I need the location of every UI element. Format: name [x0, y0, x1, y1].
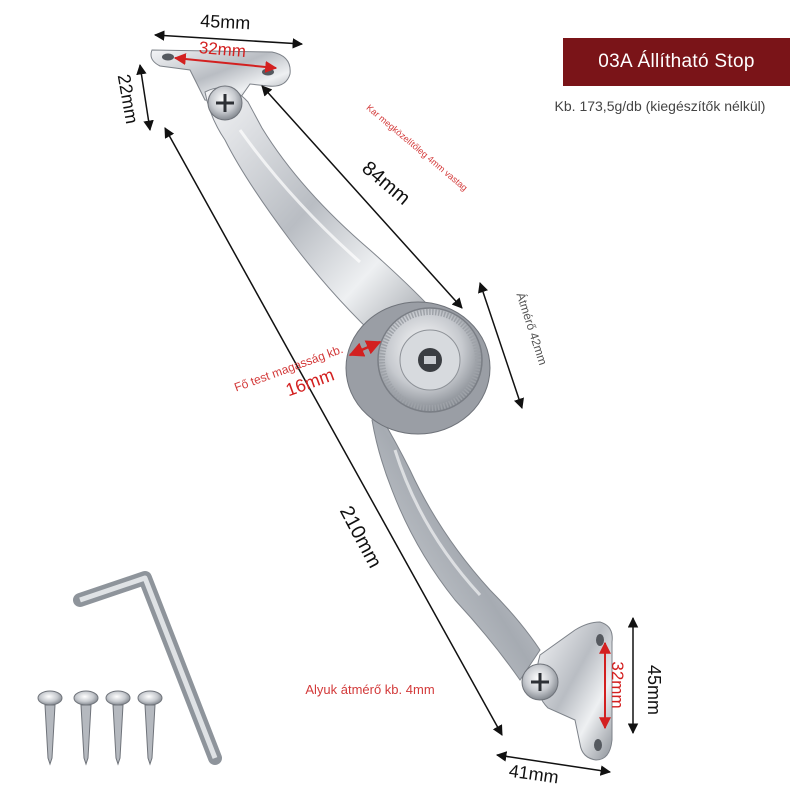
- screw-2: [73, 690, 99, 766]
- dim-bottom-hole-spacing: 32mm: [608, 661, 627, 708]
- hole-diameter-note: Alyuk átmérő kb. 4mm: [305, 682, 434, 697]
- screw-3: [105, 690, 131, 766]
- bottom-mount-plate: [535, 621, 613, 761]
- screw-1: [37, 690, 63, 766]
- product-title-banner: 03A Állítható Stop: [563, 38, 790, 86]
- dim-bottom-height: 45mm: [644, 665, 664, 715]
- dim-top-height: 22mm: [114, 73, 142, 126]
- dimension-lines: [136, 30, 639, 776]
- dial-diameter-label: Átmérő 42mm: [514, 290, 552, 366]
- bottom-pivot-screw: [521, 663, 559, 701]
- screws: [37, 690, 163, 766]
- screw-4: [137, 690, 163, 766]
- dim-top-width: 45mm: [200, 11, 251, 34]
- weight-note: Kb. 173,5g/db (kiegészítők nélkül): [554, 98, 766, 114]
- dim-bottom-width: 41mm: [508, 761, 560, 788]
- dim-top-hole-spacing: 32mm: [198, 38, 247, 61]
- adjustment-dial: [345, 301, 491, 435]
- top-pivot-screw: [207, 85, 243, 121]
